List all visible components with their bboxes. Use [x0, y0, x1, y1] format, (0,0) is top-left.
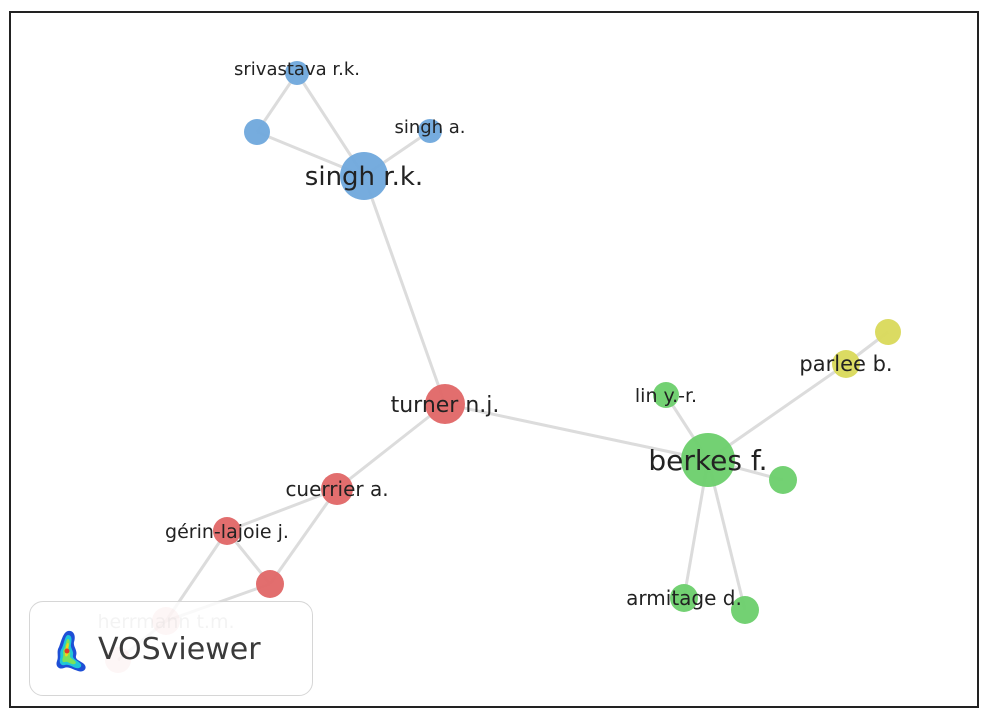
vosviewer-logo-box: VOSviewer [29, 601, 313, 696]
label-singh_a[interactable]: singh a. [394, 117, 465, 138]
node-blue_unlabeled[interactable] [244, 119, 270, 145]
network-canvas[interactable]: srivastava r.k. singh a. singh r.k. turner … [9, 11, 979, 708]
node-green_unlabeled2[interactable] [731, 596, 759, 624]
label-lin[interactable]: lin y.-r. [635, 385, 697, 407]
label-parlee[interactable]: parlee b. [799, 352, 892, 376]
nodes-group [105, 61, 901, 673]
node-singh_rk[interactable] [340, 152, 388, 200]
edge-cuerrier-gerin [226, 487, 338, 533]
edges-group [117, 72, 889, 662]
label-cuerrier[interactable]: cuerrier a. [285, 477, 388, 501]
vosviewer-heatmap-icon [56, 630, 86, 672]
node-parlee[interactable] [832, 350, 860, 378]
node-yellow_unlabeled[interactable] [875, 319, 901, 345]
node-lin[interactable] [653, 382, 679, 408]
labels-group: srivastava r.k. singh a. singh r.k. turner … [98, 59, 893, 633]
label-gerin[interactable]: gérin-lajoie j. [165, 521, 289, 543]
label-srivastava[interactable]: srivastava r.k. [234, 59, 360, 80]
edge-cuerrier-red_unlabeled [268, 488, 339, 585]
label-armitage[interactable]: armitage d. [626, 586, 742, 610]
node-gerin[interactable] [213, 517, 241, 545]
node-green_unlabeled[interactable] [769, 466, 797, 494]
label-singh_rk[interactable]: singh r.k. [305, 162, 423, 192]
node-singh_a[interactable] [418, 119, 442, 143]
node-berkes[interactable] [681, 433, 735, 487]
label-berkes[interactable]: berkes f. [648, 444, 767, 477]
vosviewer-logo-text: VOSviewer [98, 632, 261, 667]
node-cuerrier[interactable] [321, 473, 353, 505]
node-armitage[interactable] [670, 584, 698, 612]
edge-berkes-parlee [707, 362, 847, 462]
node-srivastava[interactable] [285, 61, 309, 85]
label-turner[interactable]: turner n.j. [391, 393, 500, 418]
node-red_unlabeled[interactable] [256, 570, 284, 598]
edge-turner-berkes [444, 402, 709, 462]
edge-singh_rk-turner [362, 175, 447, 405]
edge-turner-cuerrier [336, 402, 446, 491]
node-turner[interactable] [425, 384, 465, 424]
